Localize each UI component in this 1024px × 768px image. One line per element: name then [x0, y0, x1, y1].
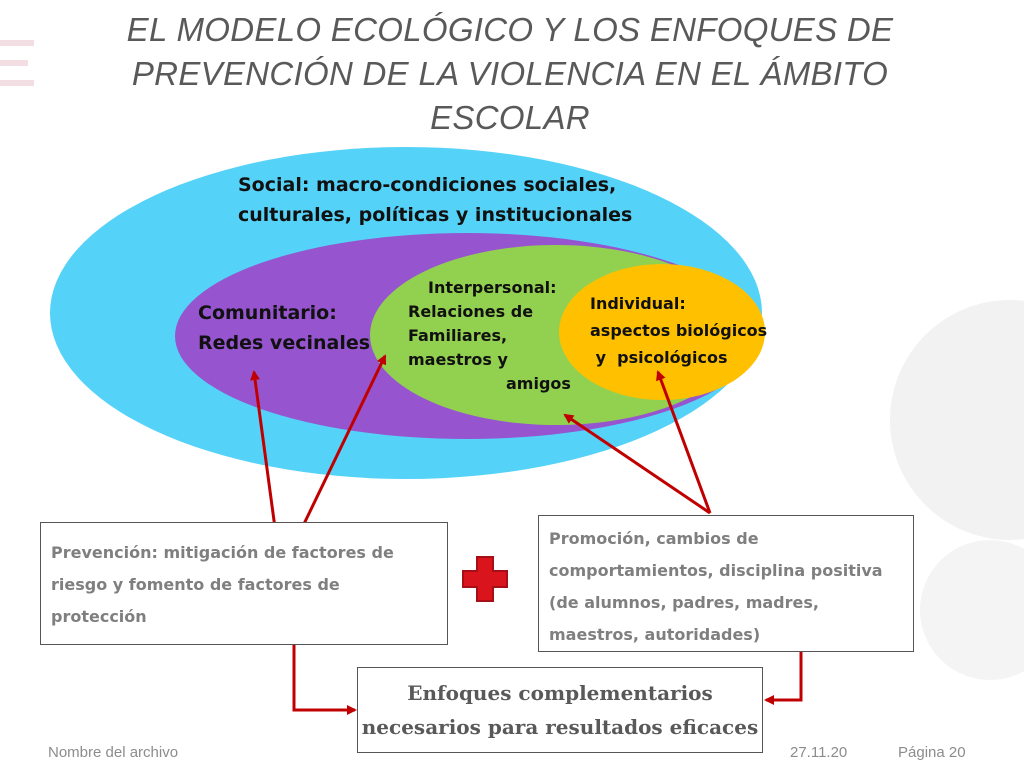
prevencion-line-2: riesgo y fomento de factores de [51, 575, 340, 594]
interpersonal-label: Interpersonal: Relaciones de Familiares,… [408, 276, 571, 396]
individual-label-line-1: Individual: [590, 294, 686, 313]
arrow-prev-to-enfoques [292, 636, 357, 715]
interpersonal-label-line-3: Familiares, [408, 326, 508, 345]
enfoques-box: Enfoques complementarios necesarios para… [357, 667, 763, 753]
enfoques-line-1: Enfoques complementarios [407, 681, 713, 705]
interpersonal-label-line-5: amigos [506, 374, 571, 393]
title-line-2: PREVENCIÓN DE LA VIOLENCIA EN EL ÁMBITO [131, 55, 889, 92]
title-line-1: EL MODELO ECOLÓGICO Y LOS ENFOQUES DE [126, 11, 894, 48]
comunitario-label: Comunitario: Redes vecinales [198, 298, 370, 358]
footer-file-name: Nombre del archivo [48, 744, 179, 761]
prevencion-line-1: Prevención: mitigación de factores de [51, 543, 394, 562]
arrow-prom-to-enfoques [764, 652, 803, 705]
individual-label: Individual: aspectos biológicos y psicol… [590, 290, 767, 371]
promocion-line-4: maestros, autoridades) [549, 625, 761, 644]
arrow-prom-to-individual [656, 370, 712, 514]
prevencion-box: Prevención: mitigación de factores de ri… [40, 522, 448, 645]
page-title: EL MODELO ECOLÓGICO Y LOS ENFOQUES DE PR… [60, 8, 960, 140]
footer-date: 27.11.20 [790, 744, 848, 761]
promocion-line-1: Promoción, cambios de [549, 529, 759, 548]
social-label: Social: macro-condiciones sociales, cult… [238, 170, 632, 230]
promocion-line-2: comportamientos, disciplina positiva [549, 561, 883, 580]
interpersonal-label-line-2: Relaciones de [408, 302, 534, 321]
arrow-prom-to-interpersonal [563, 413, 711, 515]
social-label-line-1: Social: macro-condiciones sociales, [238, 174, 617, 196]
promocion-line-3: (de alumnos, padres, madres, [549, 593, 819, 612]
enfoques-line-2: necesarios para resultados eficaces [361, 715, 759, 739]
social-label-line-2: culturales, políticas y institucionales [238, 204, 633, 226]
footer-page-number: Página 20 [898, 744, 966, 761]
arrow-prev-to-comunitario [250, 370, 277, 529]
arrow-prev-to-interpersonal [300, 354, 387, 529]
interpersonal-label-line-4: maestros y [408, 350, 508, 369]
title-line-3: ESCOLAR [430, 99, 590, 136]
interpersonal-label-line-1: Interpersonal: [428, 278, 557, 297]
comunitario-label-line-1: Comunitario: [198, 302, 337, 324]
promocion-box: Promoción, cambios de comportamientos, d… [538, 515, 914, 652]
individual-label-line-2: aspectos biológicos [590, 321, 768, 340]
plus-icon [462, 556, 508, 602]
individual-label-line-3: y psicológicos [590, 348, 728, 367]
individual-ellipse [559, 264, 765, 400]
prevencion-line-3: protección [51, 607, 147, 626]
comunitario-label-line-2: Redes vecinales [198, 332, 371, 354]
